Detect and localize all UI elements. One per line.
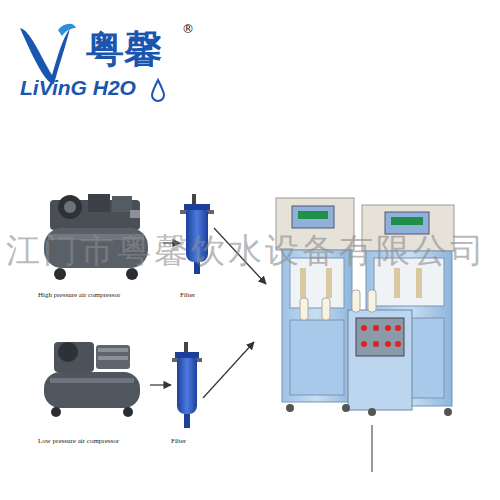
registered-mark: ® (182, 22, 194, 36)
flow-arrow (150, 384, 171, 385)
equipment-node: Filter (171, 338, 205, 446)
equipment-caption: High pressure air compressor (38, 292, 120, 300)
logo-chinese: 粤馨 (86, 24, 162, 75)
equipment-caption: Low pressure air compressor (38, 438, 119, 446)
watermark: 江门市粤馨饮水设备有限公司 (6, 228, 487, 274)
logo-english: LiVinG H2O (20, 76, 136, 100)
filter-low (172, 342, 202, 428)
compressor-low (44, 342, 140, 417)
equipment-caption: Filter (180, 292, 195, 300)
equipment-caption: Filter (171, 438, 186, 446)
logo-icon (20, 24, 76, 84)
pointer-line (372, 425, 373, 472)
flow-arrow (203, 342, 254, 398)
equipment-node: Low pressure air compressor (38, 338, 150, 446)
water-drop (152, 80, 164, 101)
